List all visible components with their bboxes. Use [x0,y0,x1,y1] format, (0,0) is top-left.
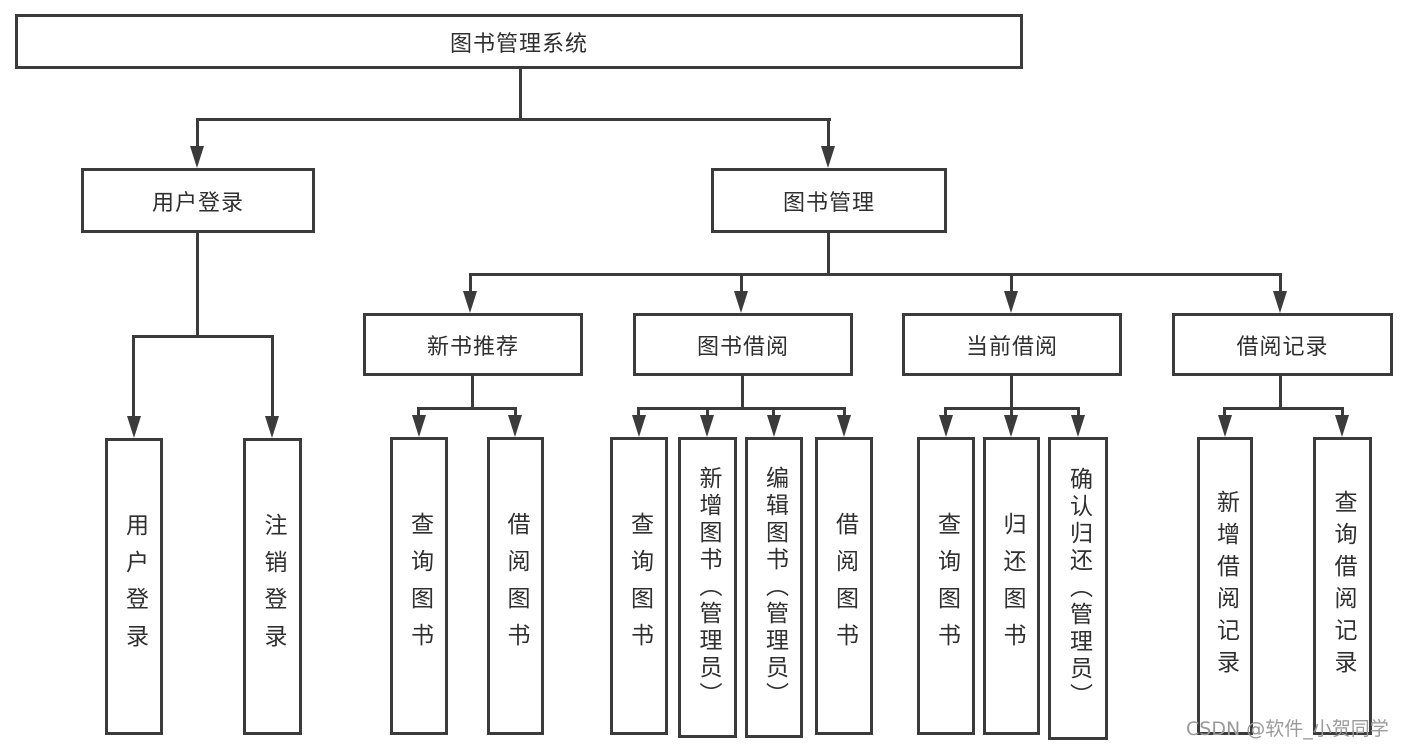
connector-drop-record-add [1223,407,1226,417]
connector-drop-current-confirm [1077,407,1080,417]
connector-drop-current-borrow [1010,273,1013,293]
arrowhead-current-query [939,415,953,437]
arrowhead-borrow-edit [767,415,781,437]
node-user-login: 用户登录 [81,168,315,233]
connector-new-recommend-branch [417,407,517,410]
leaf-record-add-borrow-record-label: 新增借阅记录 [1212,490,1239,682]
connector-new-recommend-stem [471,375,474,407]
connector-drop-borrow-edit [772,407,775,417]
connector-drop-book-management [827,118,830,148]
leaf-borrow-borrow-books-label: 借阅图书 [831,512,858,660]
connector-borrow-record-stem [1279,375,1282,407]
connector-drop-user-login [196,118,199,148]
leaf-record-query-borrow-record: 查询借阅记录 [1313,437,1372,735]
arrowhead-borrow-record [1273,291,1287,313]
leaf-user-login: 用户登录 [105,438,163,735]
leaf-record-query-borrow-record-label: 查询借阅记录 [1330,490,1356,682]
leaf-borrow-query-books: 查询图书 [610,437,668,735]
leaf-current-confirm-return-admin: 确认归还（管理员） [1048,437,1108,740]
leaf-current-query-books: 查询图书 [917,437,975,735]
node-user-login-label: 用户登录 [151,190,244,216]
connector-level2-branch [196,118,831,121]
arrowhead-new-recommend [463,291,477,313]
leaf-borrow-query-books-label: 查询图书 [626,512,653,660]
connector-drop-current-query [944,407,947,417]
arrowhead-user-login [190,146,204,168]
arrowhead-record-add [1218,415,1232,437]
leaf-current-return-books: 归还图书 [983,437,1040,735]
leaf-record-add-borrow-record: 新增借阅记录 [1197,437,1253,735]
leaf-newrec-query-books-label: 查询图书 [406,512,433,660]
connector-drop-borrow-add [706,407,709,417]
arrowhead-book-borrow [734,291,748,313]
node-current-borrow: 当前借阅 [902,313,1122,376]
connector-user-login-stem [196,232,199,335]
leaf-borrow-add-books-admin-label: 新增图书（管理员） [695,466,721,709]
connector-drop-leaf-login [132,335,135,416]
connector-book-borrow-stem [741,375,744,407]
node-root: 图书管理系统 [15,14,1023,69]
leaf-newrec-borrow-books: 借阅图书 [487,437,544,735]
arrowhead-borrow-query [632,415,646,437]
node-current-borrow-label: 当前借阅 [965,334,1058,360]
arrowhead-current-return [1004,415,1018,437]
arrowhead-leaf-login [127,416,141,438]
connector-book-management-stem [827,232,830,273]
connector-drop-leaf-logout [271,335,274,416]
connector-book-borrow-branch [637,407,846,410]
node-new-recommend: 新书推荐 [363,313,583,376]
connector-level3-branch [469,273,1282,276]
arrowhead-leaf-logout [265,416,279,438]
arrowhead-record-query [1335,415,1349,437]
leaf-logout-login: 注销登录 [243,438,302,735]
leaf-current-confirm-return-admin-label: 确认归还（管理员） [1065,467,1092,710]
arrowhead-borrow-add [700,415,714,437]
arrowhead-newrec-borrow [508,415,522,437]
leaf-borrow-edit-books-admin: 编辑图书（管理员） [745,437,803,738]
leaf-newrec-borrow-books-label: 借阅图书 [503,512,529,660]
node-book-borrow-label: 图书借阅 [696,334,789,360]
leaf-borrow-add-books-admin: 新增图书（管理员） [678,437,737,738]
connector-current-borrow-stem [1010,375,1013,407]
leaf-current-return-books-label: 归还图书 [999,512,1025,660]
connector-drop-new-recommend [469,273,472,293]
connector-drop-newrec-query [417,407,420,417]
connector-user-login-branch [132,335,274,338]
arrowhead-current-borrow [1004,291,1018,313]
node-root-label: 图书管理系统 [449,31,588,57]
arrowhead-newrec-query [412,415,426,437]
node-borrow-record: 借阅记录 [1172,313,1393,376]
connector-drop-record-query [1341,407,1344,417]
leaf-current-query-books-label: 查询图书 [933,512,960,660]
connector-drop-newrec-borrow [514,407,517,417]
connector-drop-borrow-borrow [843,407,846,417]
node-borrow-record-label: 借阅记录 [1236,334,1329,360]
leaf-logout-login-label: 注销登录 [260,512,286,661]
connector-root-stem [519,68,522,118]
node-book-management-label: 图书管理 [782,190,875,216]
node-new-recommend-label: 新书推荐 [426,334,519,360]
arrowhead-borrow-borrow [837,415,851,437]
leaf-borrow-edit-books-admin-label: 编辑图书（管理员） [761,466,788,709]
arrowhead-current-confirm [1071,415,1085,437]
leaf-newrec-query-books: 查询图书 [390,437,448,735]
connector-drop-borrow-record [1279,273,1282,293]
connector-drop-book-borrow [740,273,743,293]
leaf-borrow-borrow-books: 借阅图书 [815,437,873,735]
connector-borrow-record-branch [1223,407,1344,410]
leaf-user-login-label: 用户登录 [121,512,148,661]
watermark: CSDN @软件_小贺同学 [1186,718,1389,740]
arrowhead-book-management [821,146,835,168]
node-book-borrow: 图书借阅 [633,313,853,376]
node-book-management: 图书管理 [711,168,947,233]
connector-drop-borrow-query [637,407,640,417]
connector-drop-current-return [1010,407,1013,417]
